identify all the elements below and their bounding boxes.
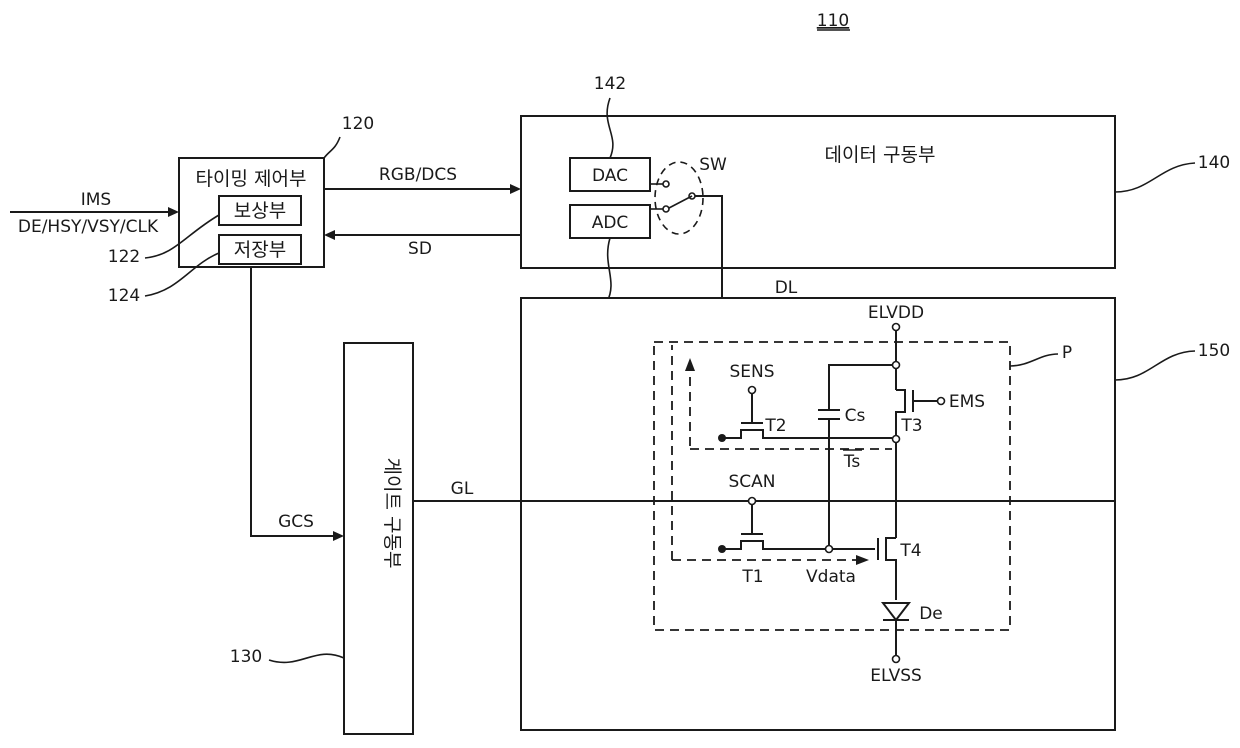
sens-terminal	[749, 387, 756, 394]
t1-dl-junction	[718, 545, 726, 553]
switch-dac-contact	[663, 181, 669, 187]
vdata-node	[826, 546, 833, 553]
vdata-label: Vdata	[806, 567, 856, 587]
elvdd-node	[893, 362, 900, 369]
t4-label: T4	[899, 541, 921, 561]
ems-label: EMS	[949, 392, 985, 412]
gate-driver: 게이트 구동부 130	[230, 343, 413, 734]
timing-controller-ref: 120	[342, 114, 374, 134]
display-panel-ref: 150	[1198, 341, 1230, 361]
elvss-label: ELVSS	[870, 666, 922, 686]
de-label: De	[919, 604, 943, 624]
scan-label: SCAN	[728, 472, 775, 492]
timing-controller: 타이밍 제어부 보상부 저장부 120 122 124	[108, 114, 374, 306]
ts-label: Ts	[843, 452, 861, 472]
compensation-unit-label: 보상부	[234, 200, 286, 222]
rgb-dcs-label: RGB/DCS	[379, 165, 457, 185]
timing-controller-leader	[324, 137, 340, 158]
gcs-label: GCS	[278, 512, 314, 532]
input-sync-label: DE/HSY/VSY/CLK	[18, 217, 159, 237]
data-driver: 데이터 구동부 DAC ADC 142 144 140	[521, 74, 1230, 325]
dl-label: DL	[775, 278, 798, 298]
data-driver-leader	[1115, 163, 1195, 192]
controller-driver-links: RGB/DCS SD	[324, 165, 521, 259]
gl-label: GL	[451, 479, 474, 499]
input-arrow-head	[168, 207, 179, 217]
t1-label: T1	[741, 567, 763, 587]
rgb-dcs-arrow-head	[510, 184, 521, 194]
elvdd-terminal	[893, 324, 900, 331]
pixel-label: P	[1062, 343, 1072, 363]
t2-dl-junction	[718, 434, 726, 442]
sd-arrow-head	[324, 230, 335, 240]
sens-label: SENS	[729, 362, 774, 382]
input-signals: IMS DE/HSY/VSY/CLK	[10, 190, 179, 237]
timing-controller-title: 타이밍 제어부	[196, 168, 307, 190]
scan-terminal	[749, 498, 756, 505]
t2-label: T2	[764, 416, 786, 436]
switch-adc-contact	[663, 206, 669, 212]
dac-label: DAC	[592, 166, 628, 186]
data-driver-title: 데이터 구동부	[825, 144, 936, 166]
storage-unit-label: 저장부	[234, 239, 286, 261]
gcs-arrow-head	[333, 531, 344, 541]
sd-label: SD	[408, 239, 432, 259]
dac-ref: 142	[594, 74, 626, 94]
gcs-path: GCS	[251, 267, 344, 541]
elvss-terminal	[893, 656, 900, 663]
ems-terminal	[938, 398, 945, 405]
gcs-line	[251, 267, 334, 536]
gate-driver-title: 게이트 구동부	[381, 458, 403, 569]
t3-label: T3	[900, 416, 922, 436]
switch-label: SW	[699, 155, 727, 175]
gate-driver-leader	[269, 654, 344, 662]
cs-label: Cs	[845, 406, 866, 426]
storage-unit-ref: 124	[108, 286, 140, 306]
adc-label: ADC	[592, 213, 629, 233]
display-panel-leader	[1115, 351, 1195, 380]
figure-number: 110	[817, 11, 849, 31]
gate-driver-ref: 130	[230, 647, 262, 667]
data-driver-ref: 140	[1198, 153, 1230, 173]
sensing-node	[893, 436, 900, 443]
compensation-unit-ref: 122	[108, 247, 140, 267]
input-ims-label: IMS	[81, 190, 111, 210]
elvdd-label: ELVDD	[868, 303, 924, 323]
